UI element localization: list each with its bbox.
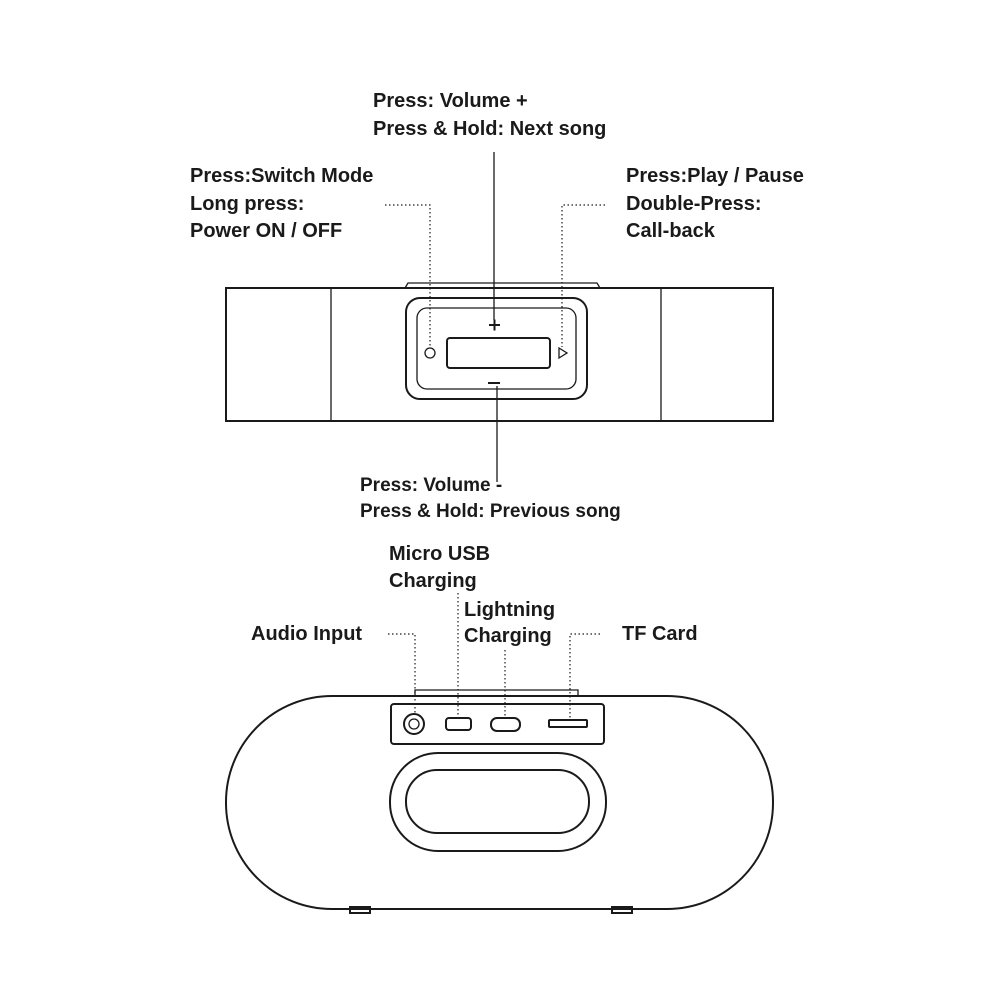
leader-audio-input bbox=[388, 633, 416, 715]
volume-up-line2: Press & Hold: Next song bbox=[373, 118, 607, 140]
grille-inner bbox=[405, 769, 590, 834]
circle-icon bbox=[424, 347, 436, 359]
plus-icon bbox=[489, 319, 500, 331]
tf-card-slot bbox=[548, 719, 588, 728]
foot-right bbox=[611, 906, 633, 914]
lightning-line2: Charging bbox=[464, 625, 552, 647]
port-panel-lip bbox=[414, 689, 579, 696]
volume-down-line1: Press: Volume - bbox=[360, 475, 503, 496]
speaker-back-body bbox=[225, 695, 774, 910]
play-button-line1: Press:Play / Pause bbox=[626, 165, 804, 187]
play-icon bbox=[558, 346, 569, 360]
top-rim bbox=[404, 282, 601, 289]
speaker-top-view bbox=[225, 282, 774, 422]
micro-usb-line2: Charging bbox=[389, 570, 477, 592]
leader-play-button bbox=[561, 204, 605, 347]
volume-down-line2: Press & Hold: Previous song bbox=[360, 501, 621, 522]
play-button-line3: Call-back bbox=[626, 220, 715, 242]
volume-up-line1: Press: Volume + bbox=[373, 90, 528, 112]
mode-button-line3: Power ON / OFF bbox=[190, 220, 343, 242]
audio-jack-inner bbox=[408, 718, 420, 730]
play-button-line2: Double-Press: bbox=[626, 193, 762, 215]
speaker-top-body bbox=[225, 287, 774, 422]
foot-left bbox=[349, 906, 371, 914]
mode-button-line2: Long press: bbox=[190, 193, 305, 215]
lightning-port bbox=[490, 717, 521, 732]
port-panel bbox=[390, 703, 605, 745]
leader-mode-button bbox=[385, 204, 431, 347]
speaker-back-view bbox=[225, 689, 774, 914]
audio-jack-outer bbox=[403, 713, 425, 735]
leader-tf-card bbox=[569, 633, 600, 720]
grille-outer bbox=[389, 752, 607, 852]
lightning-line1: Lightning bbox=[464, 599, 556, 621]
display-window bbox=[446, 337, 551, 369]
mode-button-line1: Press:Switch Mode bbox=[190, 165, 374, 187]
micro-usb-line1: Micro USB bbox=[389, 543, 491, 565]
micro-usb-port bbox=[445, 717, 472, 731]
control-panel-inner bbox=[416, 307, 577, 390]
audio-input-label: Audio Input bbox=[251, 623, 363, 645]
tf-card-label: TF Card bbox=[622, 623, 698, 645]
